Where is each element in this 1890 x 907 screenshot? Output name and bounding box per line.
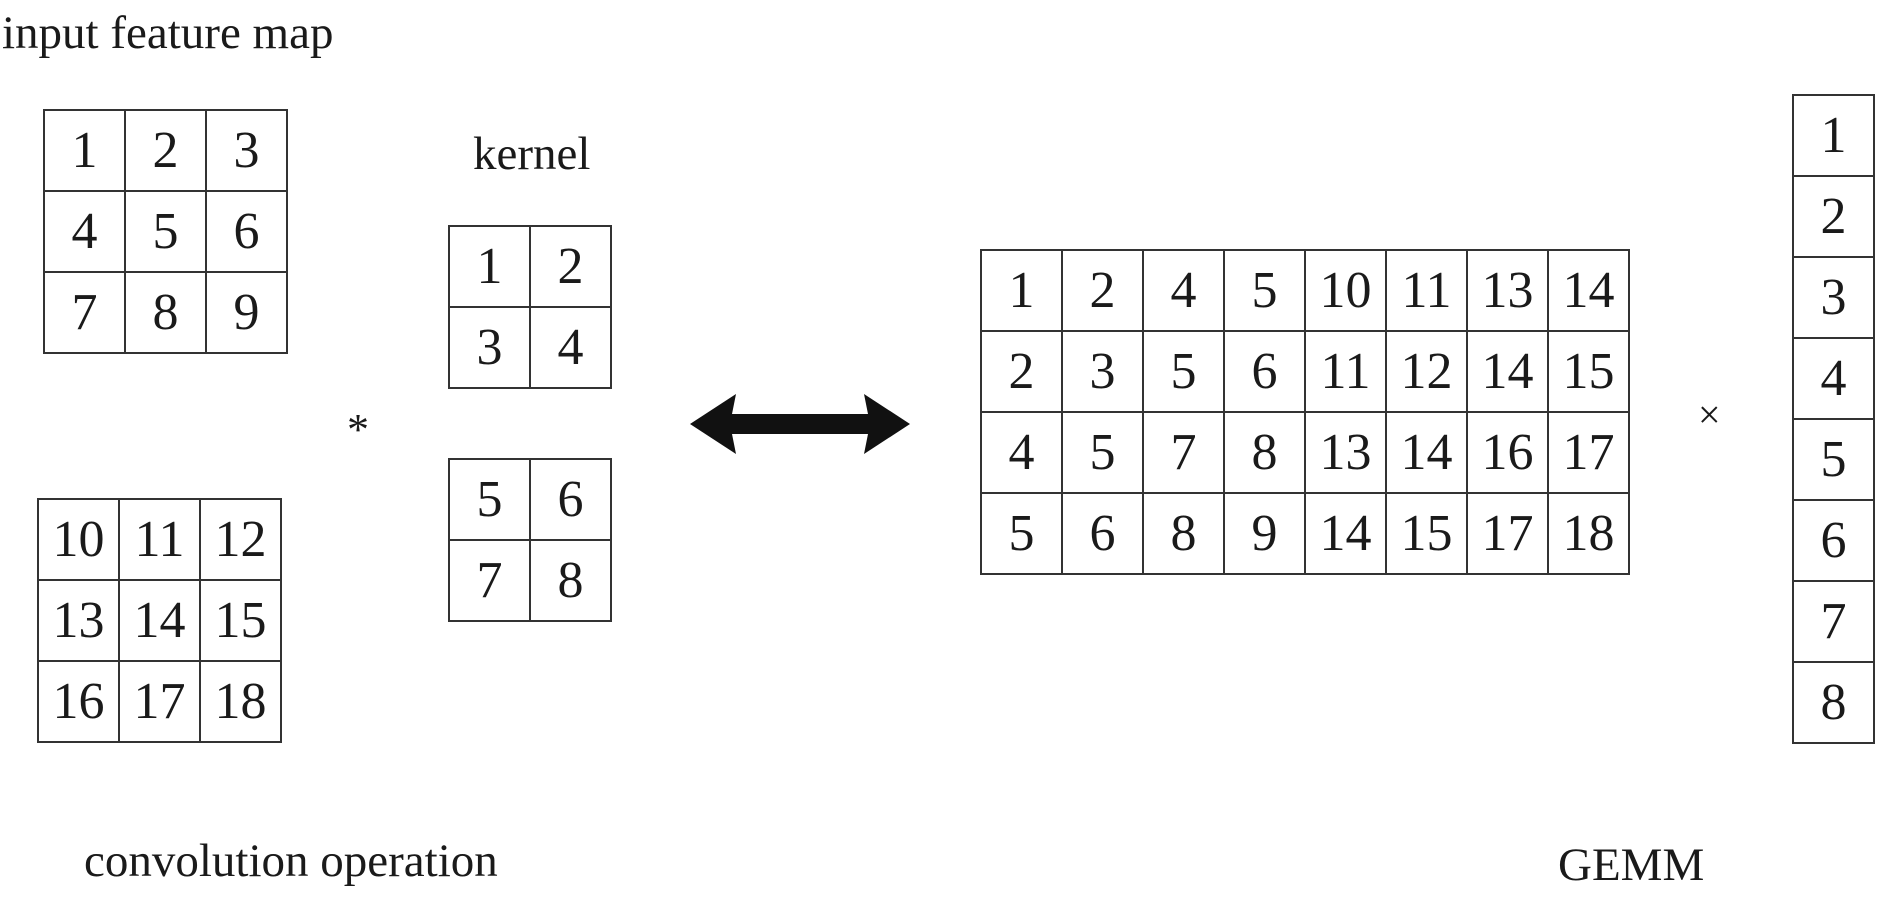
gemm-matrix-cell: 8: [1225, 413, 1306, 494]
gemm-matrix-cell: 4: [1144, 251, 1225, 332]
gemm-matrix-cell: 18: [1549, 494, 1630, 575]
gemm-matrix-cell: 15: [1387, 494, 1468, 575]
input-feature-map-1-cell: 3: [207, 111, 288, 192]
convolution-operator: *: [347, 405, 369, 454]
gemm-vector-cell: 5: [1794, 420, 1875, 501]
gemm-matrix-cell: 3: [1063, 332, 1144, 413]
gemm-matrix-cell: 4: [982, 413, 1063, 494]
gemm-label: GEMM: [1558, 839, 1705, 891]
input-feature-map-1-cell: 5: [126, 192, 207, 273]
input-feature-map-label: input feature map: [2, 7, 334, 59]
gemm-matrix-cell: 17: [1549, 413, 1630, 494]
gemm-matrix-cell: 5: [1225, 251, 1306, 332]
input-feature-map-2-cell: 11: [120, 500, 201, 581]
gemm-matrix-cell: 8: [1144, 494, 1225, 575]
kernel-1-cell: 1: [450, 227, 531, 308]
input-feature-map-1-cell: 4: [45, 192, 126, 273]
input-feature-map-1-cell: 2: [126, 111, 207, 192]
gemm-matrix-cell: 7: [1144, 413, 1225, 494]
input-feature-map-2-cell: 17: [120, 662, 201, 743]
input-feature-map-2-cell: 16: [39, 662, 120, 743]
input-feature-map-1-cell: 6: [207, 192, 288, 273]
multiply-operator: ×: [1698, 392, 1721, 437]
gemm-vector-cell: 4: [1794, 339, 1875, 420]
kernel-1-cell: 2: [531, 227, 612, 308]
input-feature-map-2-cell: 14: [120, 581, 201, 662]
gemm-vector-cell: 6: [1794, 501, 1875, 582]
kernel-1-cell: 4: [531, 308, 612, 389]
gemm-matrix-cell: 15: [1549, 332, 1630, 413]
gemm-matrix-cell: 14: [1306, 494, 1387, 575]
input-feature-map-2-cell: 15: [201, 581, 282, 662]
gemm-matrix-cell: 2: [982, 332, 1063, 413]
kernel-2-cell: 7: [450, 541, 531, 622]
input-feature-map-2-cell: 12: [201, 500, 282, 581]
gemm-vector-cell: 7: [1794, 582, 1875, 663]
kernel-2-cell: 8: [531, 541, 612, 622]
gemm-matrix-cell: 14: [1468, 332, 1549, 413]
input-feature-map-2-cell: 10: [39, 500, 120, 581]
gemm-matrix-cell: 17: [1468, 494, 1549, 575]
gemm-matrix-cell: 10: [1306, 251, 1387, 332]
gemm-matrix-cell: 11: [1387, 251, 1468, 332]
kernel-label: kernel: [473, 128, 591, 180]
gemm-matrix-cell: 14: [1387, 413, 1468, 494]
input-feature-map-1-cell: 7: [45, 273, 126, 354]
gemm-matrix-cell: 6: [1225, 332, 1306, 413]
gemm-vector-cell: 3: [1794, 258, 1875, 339]
gemm-matrix-cell: 2: [1063, 251, 1144, 332]
gemm-matrix-cell: 13: [1468, 251, 1549, 332]
kernel-2-cell: 6: [531, 460, 612, 541]
gemm-matrix-cell: 5: [982, 494, 1063, 575]
kernel-1-cell: 3: [450, 308, 531, 389]
input-feature-map-1-cell: 1: [45, 111, 126, 192]
double-headed-arrow-icon: [690, 394, 910, 454]
gemm-matrix-cell: 11: [1306, 332, 1387, 413]
input-feature-map-2-cell: 13: [39, 581, 120, 662]
gemm-vector-cell: 8: [1794, 663, 1875, 744]
gemm-vector-cell: 2: [1794, 177, 1875, 258]
gemm-matrix-cell: 9: [1225, 494, 1306, 575]
gemm-matrix-cell: 1: [982, 251, 1063, 332]
gemm-matrix-cell: 6: [1063, 494, 1144, 575]
gemm-matrix-cell: 12: [1387, 332, 1468, 413]
convolution-operation-label: convolution operation: [84, 835, 498, 887]
gemm-matrix-cell: 16: [1468, 413, 1549, 494]
gemm-matrix-cell: 13: [1306, 413, 1387, 494]
gemm-matrix-cell: 5: [1063, 413, 1144, 494]
input-feature-map-1-cell: 9: [207, 273, 288, 354]
gemm-matrix-cell: 5: [1144, 332, 1225, 413]
gemm-vector-cell: 1: [1794, 96, 1875, 177]
input-feature-map-1-cell: 8: [126, 273, 207, 354]
gemm-matrix-cell: 14: [1549, 251, 1630, 332]
input-feature-map-2-cell: 18: [201, 662, 282, 743]
kernel-2-cell: 5: [450, 460, 531, 541]
